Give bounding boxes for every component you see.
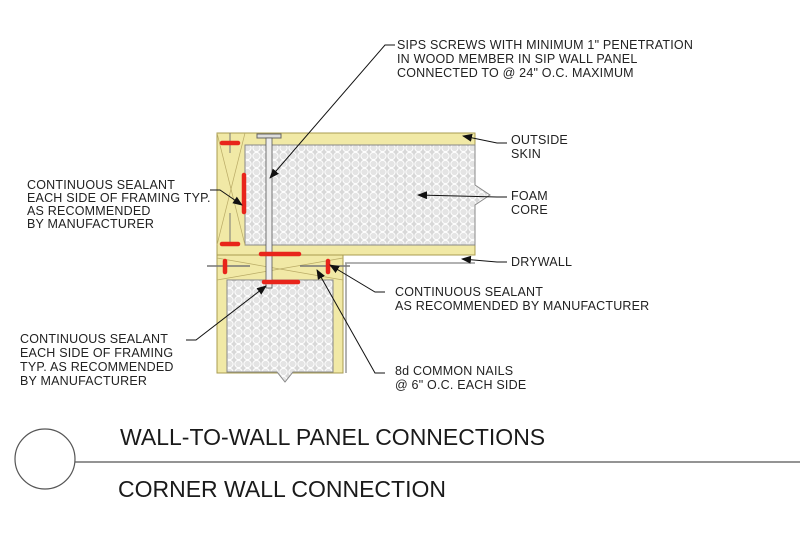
sealant-right-label: CONTINUOUS SEALANT AS RECOMMENDED BY MAN… — [395, 285, 649, 313]
sealant-left-bottom-label: CONTINUOUS SEALANT EACH SIDE OF FRAMING … — [20, 332, 177, 388]
detail-bubble — [14, 428, 76, 490]
nails-label: 8d COMMON NAILS @ 6" O.C. EACH SIDE — [395, 364, 526, 392]
side-sip-panel — [216, 254, 347, 383]
leader-lines — [186, 44, 507, 374]
screws-label: SIPS SCREWS WITH MINIMUM 1" PENETRATION … — [397, 38, 697, 80]
sips-screw — [256, 133, 282, 289]
outside-skin-label: OUTSIDE SKIN — [511, 133, 572, 161]
sealant-marks — [219, 140, 331, 285]
main-title: WALL-TO-WALL PANEL CONNECTIONS — [120, 424, 545, 450]
top-sip-panel — [216, 132, 491, 264]
sealant-left-top-label: CONTINUOUS SEALANT EACH SIDE OF FRAMING … — [27, 178, 214, 231]
drywall-label: DRYWALL — [511, 255, 572, 269]
sub-title: CORNER WALL CONNECTION — [118, 476, 446, 502]
foam-core-label: FOAM CORE — [511, 189, 552, 217]
